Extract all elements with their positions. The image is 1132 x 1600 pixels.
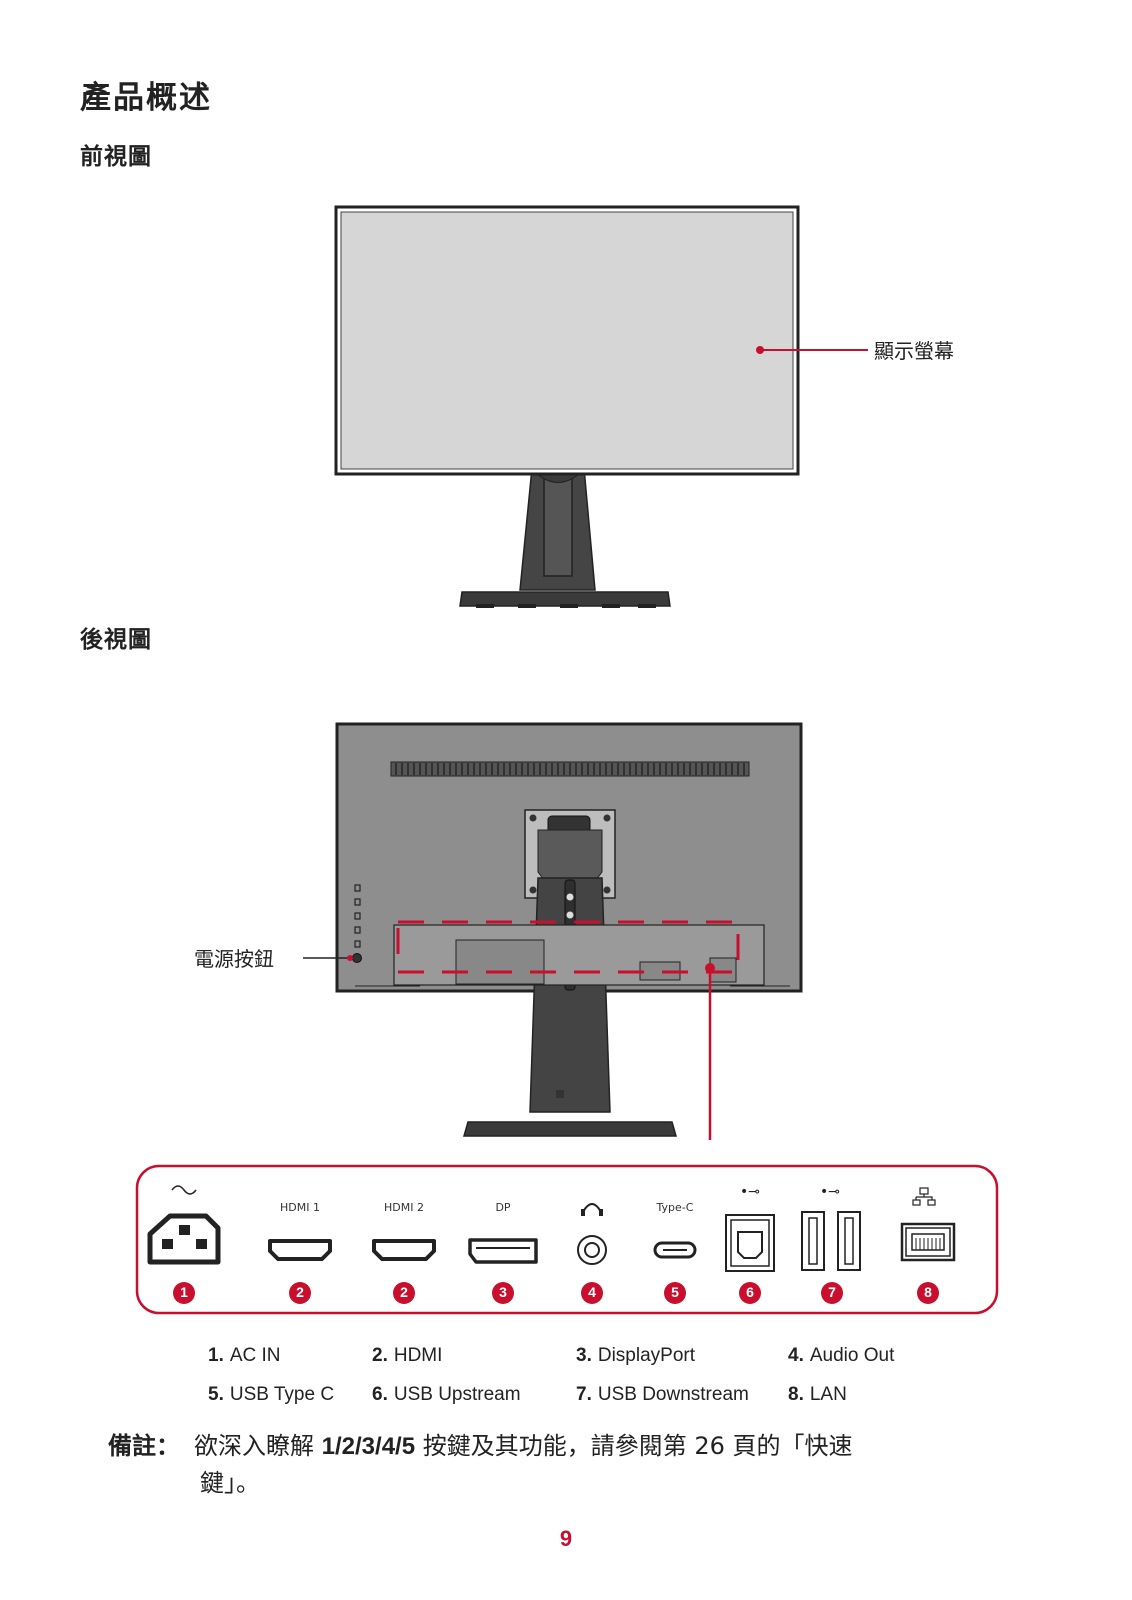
note-label: 備註： [108,1432,180,1460]
lan-port [900,1187,956,1262]
legend-item: 3.DisplayPort [576,1345,695,1367]
legend-item: 8.LAN [788,1384,847,1406]
port-label-hdmi2: HDMI 2 [384,1201,424,1214]
legend-num: 4. [788,1345,804,1366]
legend-num: 7. [576,1384,592,1405]
legend-num: 3. [576,1345,592,1366]
badge-2b: 2 [400,1284,408,1300]
legend-num: 1. [208,1345,224,1366]
svg-text:•⊸: •⊸ [740,1184,760,1200]
display-screen [340,211,794,470]
port-label-dp: DP [495,1201,511,1214]
port-highlight-box [396,920,740,974]
power-callout-label: 電源按鈕 [194,947,274,971]
front-view-heading: 前視圖 [80,144,152,170]
port-number-badges [173,1282,939,1304]
note-text-post: 按鍵及其功能，請參閱第 26 頁的「快速 [415,1432,853,1460]
badge-4: 4 [588,1284,596,1300]
port-label-typec: Type-C [656,1201,694,1214]
usb-downstream-ports: •⊸ [801,1184,861,1271]
legend-item: 2.HDMI [372,1345,442,1367]
front-stand [459,464,671,608]
legend-text: AC IN [229,1345,281,1366]
hdmi-1-port [268,1239,332,1261]
usb-upstream-port: •⊸ [725,1184,775,1272]
legend-num: 2. [372,1345,388,1366]
legend-text: USB Downstream [597,1384,749,1405]
legend-item: 7.USB Downstream [576,1384,749,1406]
note-keys: 1/2/3/4/5 [321,1433,416,1460]
ac-in-port [147,1185,221,1265]
page-title: 產品概述 [80,80,212,116]
legend-text: USB Type C [229,1384,335,1405]
badge-1: 1 [180,1284,188,1300]
badge-8: 8 [924,1284,932,1300]
legend-item: 5.USB Type C [208,1384,334,1406]
badge-7: 7 [828,1284,836,1300]
badge-5: 5 [671,1284,679,1300]
legend-text: USB Upstream [393,1384,521,1405]
note-text-pre: 欲深入瞭解 [194,1432,322,1460]
screen-callout-label: 顯示螢幕 [874,339,954,363]
legend-text: Audio Out [809,1345,895,1366]
audio-out-port [577,1203,607,1265]
note-text-line2: 鍵」。 [200,1469,260,1497]
page-number: 9 [559,1526,573,1551]
legend-item: 6.USB Upstream [372,1384,521,1406]
port-panel-frame [135,1164,999,1315]
legend-text: HDMI [393,1345,443,1366]
note-paragraph: 備註：欲深入瞭解 1/2/3/4/5 按鍵及其功能，請參閱第 26 頁的「快速 … [108,1428,1008,1501]
hdmi-2-port [372,1239,436,1261]
badge-2a: 2 [296,1284,304,1300]
legend-num: 5. [208,1384,224,1405]
vent-grille [390,761,750,777]
front-view-illustration [334,205,868,608]
port-panel: •⊸ •⊸ [135,1164,999,1315]
osd-buttons [354,884,361,948]
displayport-port [468,1238,538,1264]
rear-view-heading: 後視圖 [80,627,152,653]
legend-text: LAN [809,1384,847,1405]
legend-item: 1.AC IN [208,1345,281,1367]
badge-3: 3 [499,1284,507,1300]
legend-num: 8. [788,1384,804,1405]
svg-text:•⊸: •⊸ [820,1184,840,1200]
legend-text: DisplayPort [597,1345,696,1366]
legend-num: 6. [372,1384,388,1405]
legend-item: 4.Audio Out [788,1345,894,1367]
port-label-hdmi1: HDMI 1 [280,1201,320,1214]
usb-type-c-port [653,1241,697,1259]
badge-6: 6 [746,1284,754,1300]
rear-view-illustration [303,722,803,1140]
